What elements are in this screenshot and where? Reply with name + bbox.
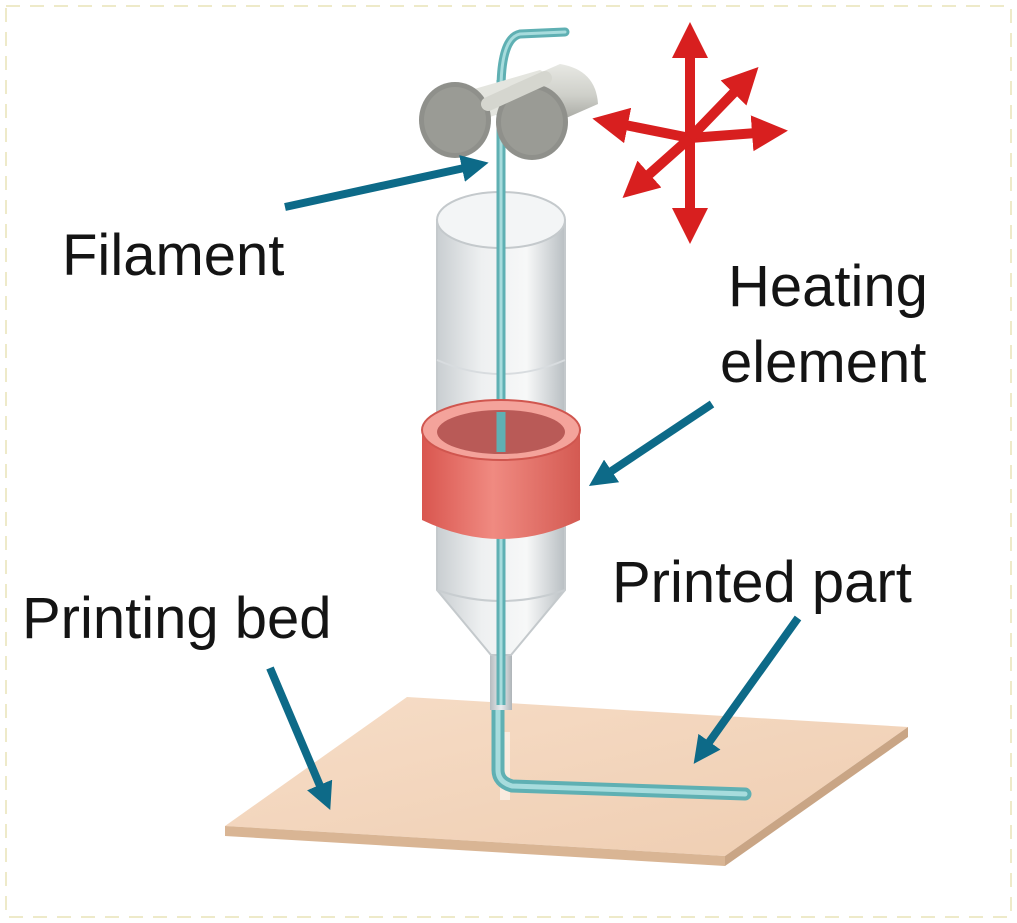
printed-part-label: Printed part bbox=[612, 550, 912, 615]
six-direction-arrows-icon bbox=[592, 22, 788, 244]
printing-bed bbox=[225, 697, 908, 866]
heating-element bbox=[421, 399, 581, 539]
printing-bed-label: Printing bed bbox=[22, 586, 332, 651]
feed-rollers bbox=[419, 64, 598, 160]
printed-part-pointer-arrow bbox=[693, 615, 802, 764]
filament bbox=[496, 27, 570, 705]
heating-element-label-line2: element bbox=[720, 330, 926, 395]
heating-element-label-line1: Heating bbox=[728, 254, 928, 319]
filament-label: Filament bbox=[62, 223, 284, 288]
filament-pointer-arrow bbox=[284, 155, 489, 211]
heating-element-pointer-arrow bbox=[588, 400, 715, 487]
printing-bed-pointer-arrow bbox=[266, 666, 333, 811]
